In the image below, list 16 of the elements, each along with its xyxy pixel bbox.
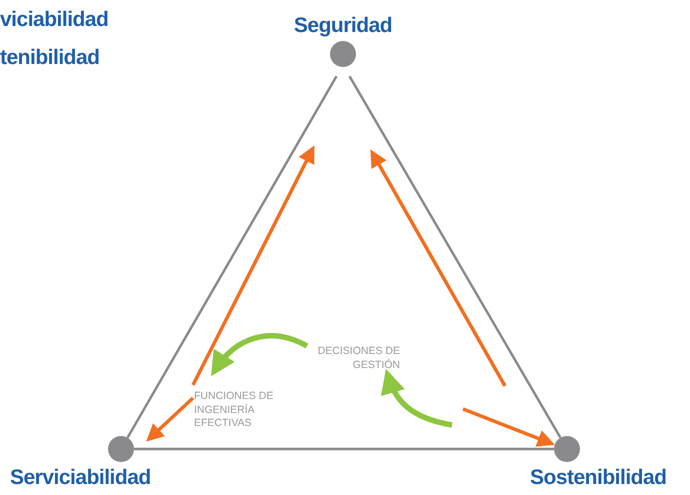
vertex-label: Seguridad [294,14,392,38]
triangle-side-line [134,448,554,450]
vertex-label: Sostenibilidad [530,466,667,490]
vertex-label: Serviciabilidad [10,466,151,490]
arrow [462,407,555,447]
concept-label: DECISIONES DE GESTIÓN [308,345,400,372]
arrow [146,396,194,442]
triangle-side-line [126,76,338,438]
arrow [210,333,308,376]
triangle-side-line [348,76,562,438]
vertex-label: tenibilidad [0,46,100,70]
arrow [191,145,314,386]
vertex-label: viciabilidad [0,8,108,32]
concept-label: FUNCIONES DE INGENIERÍA EFECTIVAS [194,390,284,431]
arrow [382,368,453,428]
arrow [370,149,507,387]
